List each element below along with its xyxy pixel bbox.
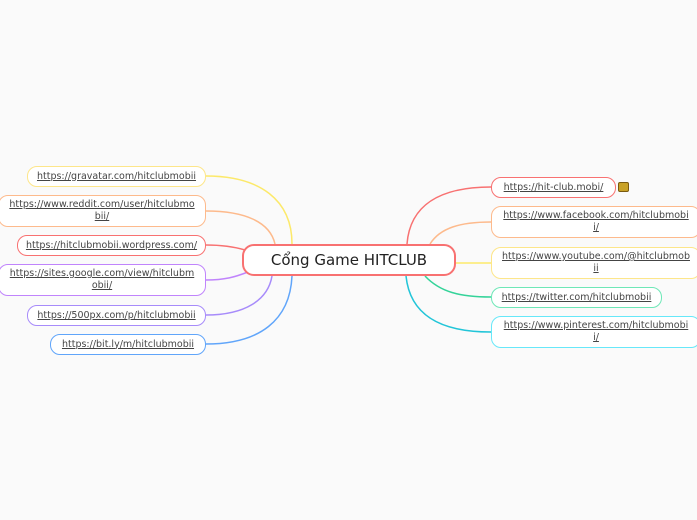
- central-topic-label: Cổng Game HITCLUB: [270, 251, 428, 269]
- topic-wordpress[interactable]: https://hitclubmobii.wordpress.com/: [17, 235, 206, 256]
- link[interactable]: https://sites.google.com/view/hitclubmob…: [9, 268, 195, 291]
- topic-youtube[interactable]: https://www.youtube.com/@hitclubmobii: [491, 247, 697, 279]
- link[interactable]: https://www.youtube.com/@hitclubmobii: [502, 251, 690, 274]
- connector: [406, 186, 492, 245]
- topic-google-sites[interactable]: https://sites.google.com/view/hitclubmob…: [0, 264, 206, 296]
- connector: [405, 275, 492, 333]
- topic-facebook[interactable]: https://www.facebook.com/hitclubmobii/: [491, 206, 697, 238]
- connector: [205, 210, 276, 245]
- topic-twitter[interactable]: https://twitter.com/hitclubmobii: [491, 287, 662, 308]
- link[interactable]: https://www.reddit.com/user/hitclubmobii…: [9, 199, 195, 222]
- connector: [205, 275, 293, 345]
- link[interactable]: https://twitter.com/hitclubmobii: [501, 291, 652, 303]
- link[interactable]: https://www.pinterest.com/hitclubmobii/: [503, 320, 689, 343]
- topic-bitly[interactable]: https://bit.ly/m/hitclubmobii: [50, 334, 206, 355]
- topic-gravatar[interactable]: https://gravatar.com/hitclubmobii: [27, 166, 206, 187]
- connector: [205, 271, 249, 281]
- link[interactable]: https://gravatar.com/hitclubmobii: [36, 170, 197, 182]
- connector: [424, 275, 492, 298]
- connector: [205, 275, 273, 316]
- central-topic[interactable]: Cổng Game HITCLUB: [242, 244, 456, 276]
- topic-500px[interactable]: https://500px.com/p/hitclubmobii: [27, 305, 206, 326]
- link[interactable]: https://hit-club.mobi/: [503, 181, 604, 193]
- topic-hit-club[interactable]: https://hit-club.mobi/: [491, 177, 616, 198]
- link[interactable]: https://hitclubmobii.wordpress.com/: [25, 239, 198, 251]
- game-logo-icon: [618, 182, 629, 192]
- topic-pinterest[interactable]: https://www.pinterest.com/hitclubmobii/: [491, 316, 697, 348]
- link[interactable]: https://bit.ly/m/hitclubmobii: [61, 338, 195, 350]
- connector: [429, 221, 492, 245]
- connector: [205, 244, 246, 251]
- topic-reddit[interactable]: https://www.reddit.com/user/hitclubmobii…: [0, 195, 206, 227]
- link[interactable]: https://500px.com/p/hitclubmobii: [37, 309, 196, 321]
- link[interactable]: https://www.facebook.com/hitclubmobii/: [503, 210, 689, 233]
- connector: [205, 175, 293, 245]
